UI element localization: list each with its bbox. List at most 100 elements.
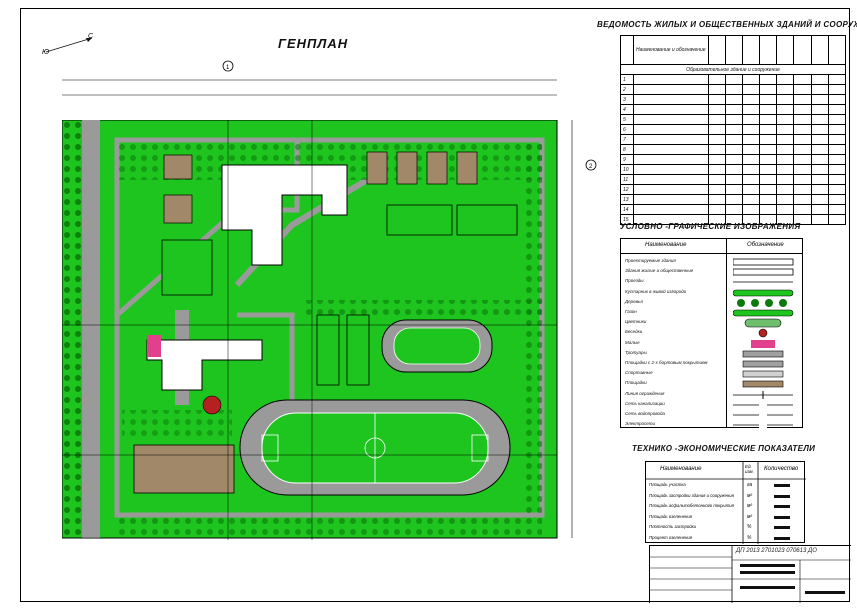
legend-item: Проезды (621, 276, 802, 288)
table-row: 14 (620, 204, 847, 215)
legend-item: Площадки с 2-х бортовым покрытием (621, 358, 802, 370)
table-row: 6 (620, 124, 847, 135)
tep-row-unit: % (747, 524, 752, 530)
legend-symbol-icon (733, 309, 794, 317)
legend-item-label: Электросети (625, 421, 655, 427)
table-row: 3 (620, 94, 847, 105)
tep-row-unit: м² (747, 513, 753, 520)
flower-bed (202, 395, 222, 415)
legend-item: Беседки (621, 327, 802, 339)
legend-symbol-icon (751, 339, 775, 348)
main-road (82, 120, 100, 538)
legend-col-name: Наименование (645, 242, 687, 248)
table-row: 4 (620, 104, 847, 115)
legend-item-label: Деревья (625, 298, 643, 304)
main-building (221, 164, 348, 266)
legend-symbol-icon (742, 381, 784, 388)
buildings-row-number: 8 (620, 144, 634, 155)
legend-item: Площадки (621, 378, 802, 390)
buildings-table: Наименование и обозначение Образовательн… (620, 35, 847, 225)
tep-col-qty: Количество (764, 466, 799, 472)
tep-row-unit: % (747, 534, 752, 541)
legend: Наименование Обозначение Проектируемые з… (620, 238, 803, 431)
legend-symbol-icon (733, 268, 794, 276)
legend-item: Линия ограждения (621, 389, 802, 401)
school-building (146, 339, 263, 391)
legend-symbol-icon (742, 370, 784, 378)
table-row: 15 (620, 214, 847, 225)
buildings-row-number: 11 (620, 174, 634, 185)
tep-row-unit: м² (747, 503, 753, 509)
legend-item: Деревья (621, 297, 802, 309)
tep-col-name: Наименование (660, 466, 702, 472)
table-row: 9 (620, 154, 847, 165)
table-row: 12 (620, 184, 847, 195)
tep-col-unit: Ед. изм. (745, 464, 754, 474)
legend-item-label: Газон (625, 309, 637, 314)
table-row: 10 (620, 164, 847, 175)
tep-row-unit: м² (747, 492, 753, 499)
north-arrow: Ю С (40, 30, 100, 62)
table-row: 8 (620, 144, 847, 155)
tep-row-name: Площадь застройки здания и сооружения (649, 492, 734, 498)
buildings-row-number: 9 (620, 154, 634, 165)
tep-row-name: Плотность застройки (649, 524, 697, 529)
table-row: Площадь застройки здания и сооружения м² (646, 492, 804, 502)
table-row: Плотность застройки % (646, 523, 804, 533)
table-row: 2 (620, 84, 847, 95)
buildings-row-number: 1 (620, 74, 634, 85)
table-row: 11 (620, 174, 847, 185)
buildings-row-number: 2 (620, 84, 634, 95)
axis-mark-label-2: 2 (589, 164, 593, 170)
legend-item: Электросети (621, 419, 802, 431)
small-structure (147, 335, 161, 357)
legend-item-label: Сеть канализации (625, 400, 665, 406)
buildings-row-number: 5 (620, 114, 634, 125)
legend-col-symbol: Обозначение (747, 242, 784, 248)
table-row: Площадь участка га (646, 481, 804, 491)
legend-symbol-icon (742, 350, 784, 358)
legend-symbol-icon (733, 390, 793, 399)
table-row: 1 (620, 74, 847, 85)
buildings-row-number: 15 (620, 214, 634, 225)
legend-item: Цветники (621, 317, 802, 329)
buildings-head-col: Наименование и обозначение (633, 35, 709, 65)
legend-item: Спортивные (621, 368, 802, 380)
north-arrow-icon: Ю С (42, 33, 94, 56)
legend-symbol-icon (737, 298, 787, 307)
table-row: Площадь асфальтобетонного покрытия м² (646, 502, 804, 512)
table-row: 13 (620, 194, 847, 205)
legend-item-label: Линия ограждения (625, 390, 665, 396)
buildings-table-title: ВЕДОМОСТЬ ЖИЛЫХ И ОБЩЕСТВЕННЫХ ЗДАНИЙ И … (597, 20, 857, 29)
site-plan (62, 120, 558, 540)
buildings-row-number: 3 (620, 94, 634, 105)
legend-item-label: Здания жилые и общественные (625, 268, 694, 274)
legend-item: Сеть канализации (621, 399, 802, 411)
legend-item: Кустарник в живой изгороди (621, 287, 802, 299)
drawing-sheet (20, 8, 850, 602)
legend-item-label: Тротуары (625, 349, 647, 355)
legend-item: Малые (621, 338, 802, 350)
buildings-row-number: 4 (620, 104, 634, 115)
legend-item: Проектируемые здания (621, 256, 802, 268)
legend-symbol-icon (744, 318, 782, 328)
tep-row-name: Площадь участка (649, 482, 686, 487)
tree-row-west (62, 120, 82, 538)
legend-item: Сеть водопровода (621, 409, 802, 421)
legend-symbol-icon (733, 258, 794, 266)
tep-table: Наименование Ед. изм. Количество Площадь… (645, 461, 806, 544)
legend-item-label: Беседки (625, 329, 643, 335)
north-label-north: С (88, 33, 94, 40)
axis-mark-label-1: 1 (226, 65, 230, 71)
tep-row-name: Процент озеленения (649, 534, 693, 540)
legend-item-label: Проектируемые здания (625, 258, 676, 263)
buildings-row-number: 7 (620, 134, 634, 145)
legend-symbol-icon (742, 360, 784, 368)
table-row: 5 (620, 114, 847, 125)
legend-item-label: Спортивные (625, 370, 653, 376)
legend-symbol-icon (733, 422, 793, 429)
legend-item: Газон (621, 307, 802, 319)
buildings-row-number: 6 (620, 124, 634, 135)
legend-symbol-icon (733, 401, 793, 408)
